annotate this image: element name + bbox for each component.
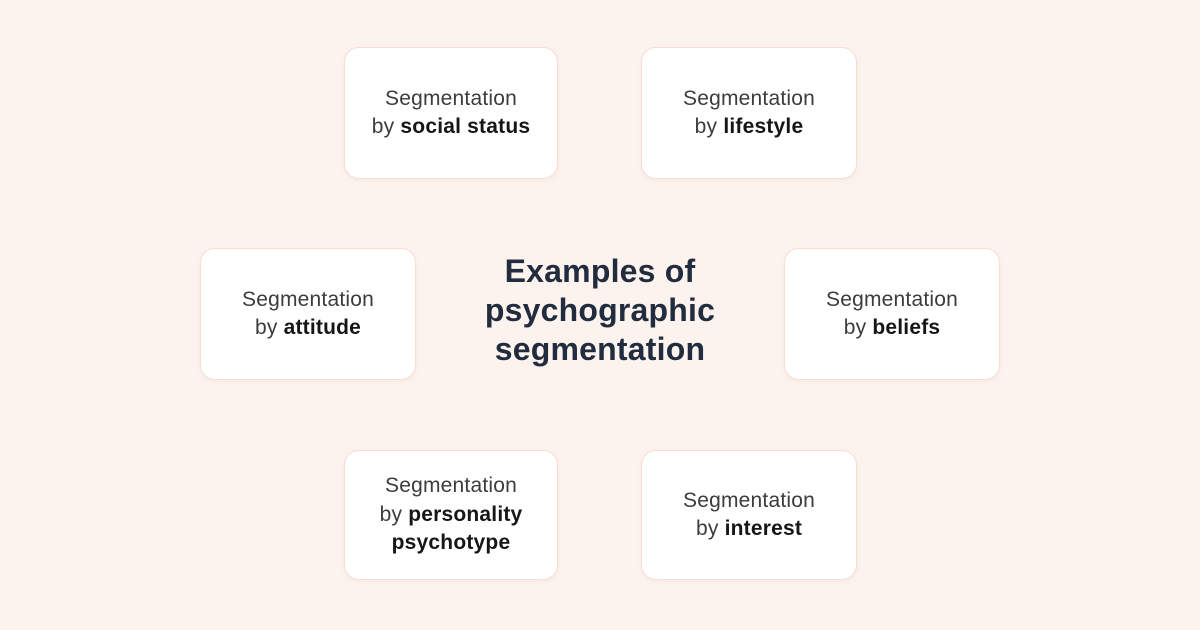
card-connector: by (379, 502, 403, 526)
card-segmentation-by-social-status: Segmentation by social status (344, 47, 558, 179)
card-prefix: Segmentation (826, 287, 958, 311)
card-keyword: beliefs (872, 316, 941, 339)
card-connector: by (254, 316, 278, 339)
card-segmentation-by-attitude: Segmentation by attitude (200, 248, 416, 380)
card-text: Segmentation by social status (372, 85, 530, 142)
card-text: Segmentation by personality psychotype (357, 472, 545, 557)
page-title: Examples of psychographic segmentation (430, 252, 770, 369)
card-keyword: personality psychotype (391, 502, 523, 555)
card-connector: by (694, 115, 718, 138)
card-text: Segmentation by beliefs (826, 286, 958, 343)
card-segmentation-by-personality-psychotype: Segmentation by personality psychotype (344, 450, 558, 580)
card-text: Segmentation by interest (683, 487, 815, 544)
card-keyword: lifestyle (723, 115, 804, 138)
page-title-line-3: segmentation (494, 331, 706, 368)
card-prefix: Segmentation (242, 287, 374, 311)
card-prefix: Segmentation (683, 488, 815, 512)
card-keyword: interest (724, 517, 803, 540)
card-keyword: social status (400, 115, 531, 138)
card-prefix: Segmentation (385, 474, 517, 498)
card-connector: by (843, 316, 867, 339)
card-text: Segmentation by attitude (242, 286, 374, 343)
card-text: Segmentation by lifestyle (683, 85, 815, 142)
page-title-line-2: psychographic (484, 292, 716, 329)
card-connector: by (695, 517, 719, 540)
card-keyword: attitude (283, 316, 362, 339)
card-segmentation-by-interest: Segmentation by interest (641, 450, 857, 580)
card-prefix: Segmentation (385, 86, 517, 110)
card-segmentation-by-lifestyle: Segmentation by lifestyle (641, 47, 857, 179)
card-segmentation-by-beliefs: Segmentation by beliefs (784, 248, 1000, 380)
card-connector: by (371, 115, 395, 138)
page-title-line-1: Examples of (504, 253, 696, 289)
card-prefix: Segmentation (683, 86, 815, 110)
